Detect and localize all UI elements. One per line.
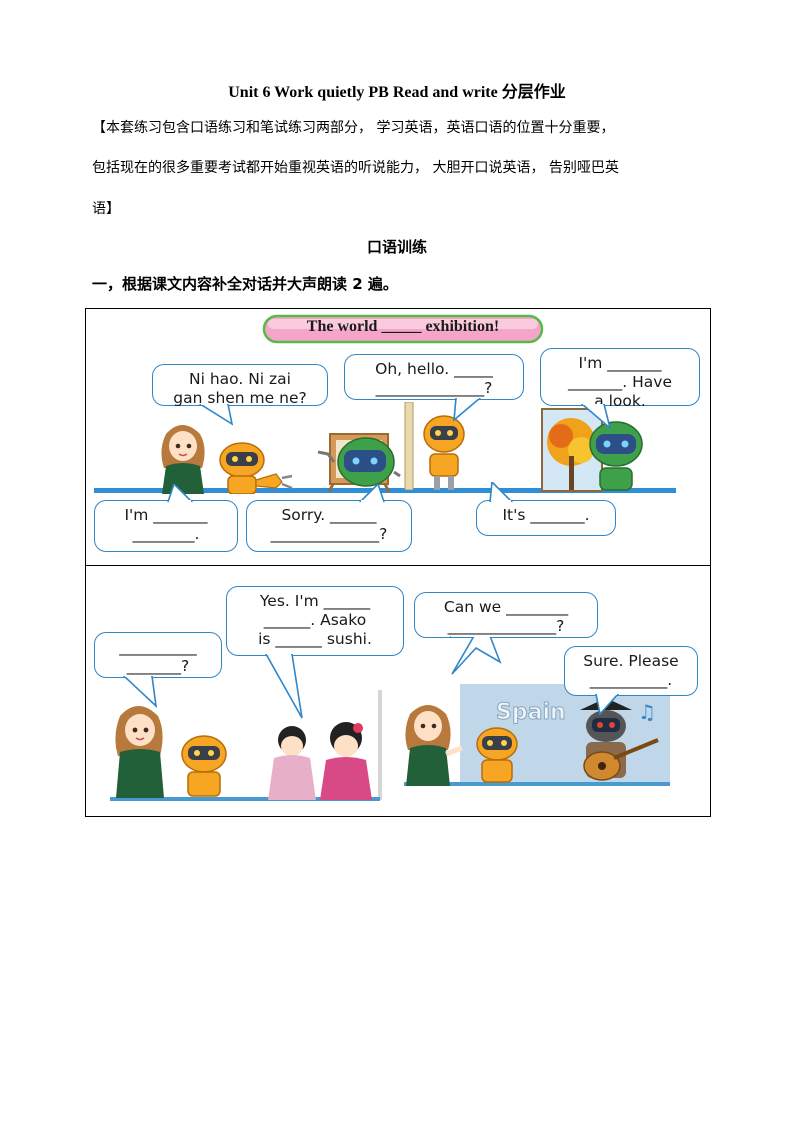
bubble-tail [265, 654, 303, 719]
speech-bubble-nihao: Ni hao. Ni zai gan shen me ne? [152, 364, 328, 407]
bubble-tail [450, 636, 502, 675]
bubble-tail [167, 484, 194, 502]
comic-frame [85, 308, 711, 817]
bubble-line: Yes. I'm ______ [259, 592, 371, 610]
ground-line-3 [110, 797, 380, 801]
exhibition-banner: The world _____ exhibition! [262, 314, 544, 344]
page-title: Unit 6 Work quietly PB Read and write 分层… [228, 84, 566, 101]
speech-bubble-im-have-a-look: I'm _______ _______. Have a look. [540, 348, 700, 410]
speech-bubble-its: It's _______. [476, 500, 616, 536]
bubble-tail [453, 398, 482, 422]
section-title: 口语训练 [366, 238, 427, 256]
guitar-robot-icon [580, 698, 659, 781]
girl-character-icon-3 [405, 705, 463, 786]
bubble-line: Sorry. ______ [281, 506, 377, 524]
speech-bubble-question: __________ _______? [94, 632, 222, 678]
bubble-line: It's _______. [502, 506, 590, 524]
bubble-line: Ni hao. Ni zai [189, 370, 291, 388]
bubble-line: ______________? [375, 379, 493, 397]
green-robot-icon-2 [589, 421, 643, 491]
bubble-line: __________ [119, 638, 197, 656]
speech-bubble-sure: Sure. Please __________. [564, 646, 698, 696]
green-robot-icon [317, 437, 401, 487]
speech-bubble-im: I'm _______ ________. [94, 500, 238, 552]
bubble-line: is ______ sushi. [258, 630, 372, 648]
yellow-robot-icon-3 [181, 735, 227, 797]
autumn-painting-icon [541, 408, 603, 492]
bubble-line: Sure. Please [583, 652, 679, 670]
speech-bubble-oh-hello: Oh, hello. _____ ______________? [344, 354, 524, 400]
ground-line-2 [404, 782, 670, 786]
bubble-tail [580, 404, 612, 430]
yellow-robot-icon-2 [423, 415, 465, 490]
bubble-tail [358, 484, 385, 502]
bubble-line: gan shen me ne? [173, 389, 307, 407]
bubble-line: Oh, hello. _____ [375, 360, 493, 378]
bubble-line: _______. Have [568, 373, 672, 391]
bubble-line: Can we ________ [443, 598, 569, 616]
spain-sign: Spain [496, 700, 567, 726]
japanese-children-icon [268, 722, 372, 800]
bubble-line: __________. [589, 671, 673, 689]
bubble-line: ______. Asako [263, 611, 367, 629]
bubble-line: a look. [594, 392, 646, 410]
bubble-tail [198, 404, 234, 426]
scene-wall-edge [378, 690, 382, 800]
bubble-line: I'm _______ [578, 354, 662, 372]
yellow-robot-icon-4 [476, 727, 518, 783]
girl-character-icon-2 [115, 706, 164, 798]
task-instruction: 一，根据课文内容补全对话并大声朗读 2 遍。 [92, 275, 398, 293]
bubble-line: ________. [132, 525, 200, 543]
intro-line-1: 【本套练习包含口语练习和笔试练习两部分， 学习英语，英语口语的位置十分重要， [92, 120, 615, 136]
bubble-tail [489, 482, 514, 502]
banner-text: The world _____ exhibition! [306, 318, 500, 335]
girl-character-icon [161, 425, 205, 494]
speech-bubble-yes: Yes. I'm ______ ______. Asako is ______ … [226, 586, 404, 656]
panel-divider [85, 565, 710, 566]
speech-bubble-can-we: Can we ________ ______________? [414, 592, 598, 638]
speech-bubble-sorry: Sorry. ______ ______________? [246, 500, 412, 552]
music-note-icon: ♫ [638, 700, 656, 724]
bubble-line: ______________? [447, 617, 565, 635]
bubble-tail [122, 676, 158, 708]
wall-edge-icon [404, 402, 414, 490]
ground-line [94, 488, 676, 493]
bubble-line: I'm _______ [124, 506, 208, 524]
bubble-line: _______? [126, 657, 190, 675]
intro-line-3: 语】 [92, 201, 120, 217]
bubble-tail [595, 694, 620, 716]
bubble-line: ______________? [270, 525, 388, 543]
intro-line-2: 包括现在的很多重要考试都开始重视英语的听说能力， 大胆开口说英语， 告别哑巴英 [92, 160, 619, 176]
yellow-robot-icon [219, 442, 293, 494]
